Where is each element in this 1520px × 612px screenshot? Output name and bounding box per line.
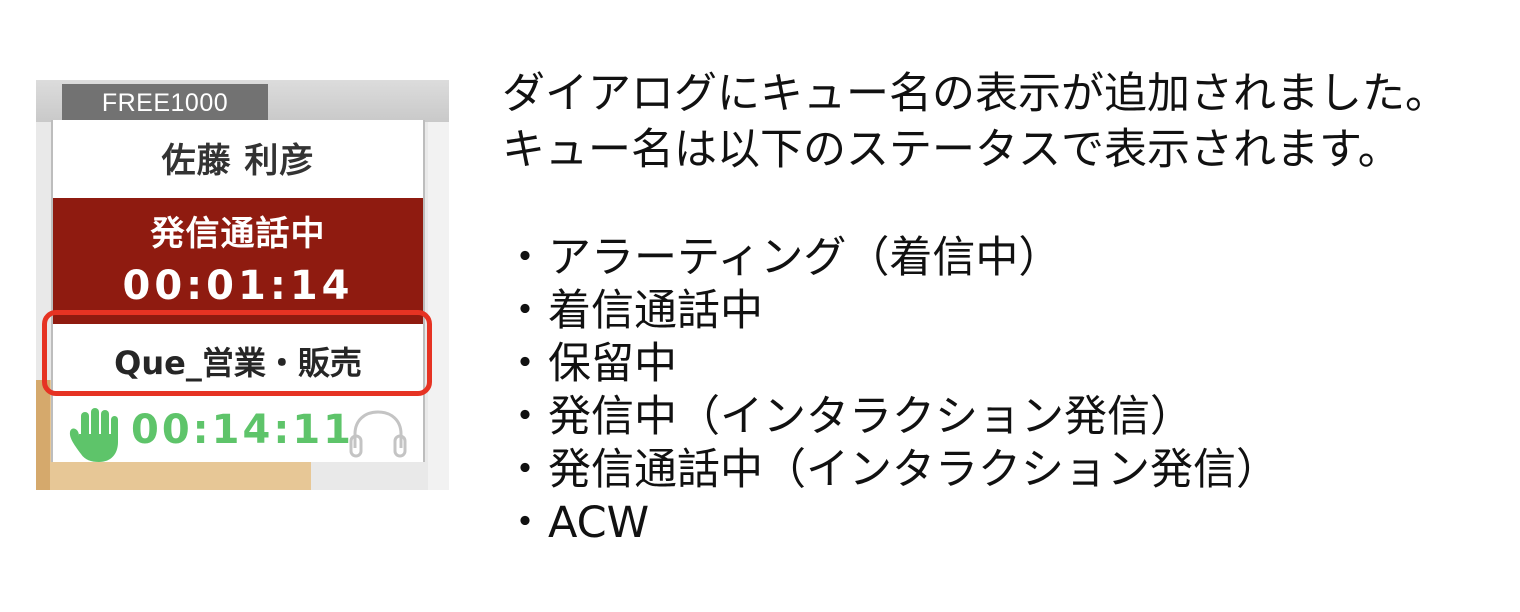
list-item: ・着信通話中 bbox=[502, 285, 1502, 338]
queue-name: Que_営業・販売 bbox=[53, 324, 423, 398]
bullet: ・ bbox=[503, 233, 547, 283]
idle-timer: 00:14:11 bbox=[131, 407, 354, 453]
call-status-label: 発信通話中 bbox=[150, 214, 326, 254]
list-item: ・発信中（インタラクション発信） bbox=[502, 391, 1502, 444]
list-item: ・アラーティング（着信中） bbox=[502, 232, 1502, 285]
intro-line-1: ダイアログにキュー名の表示が追加されました。 bbox=[502, 69, 1448, 119]
widget-right-shade bbox=[428, 122, 449, 490]
extension-tab[interactable]: FREE1000 bbox=[62, 84, 268, 122]
background-panel-edge bbox=[36, 380, 50, 490]
bullet: ・ bbox=[503, 286, 547, 336]
bullet: ・ bbox=[503, 445, 547, 495]
headset-icon[interactable] bbox=[347, 408, 409, 460]
list-item: ・保留中 bbox=[502, 338, 1502, 391]
list-item: ・ACW bbox=[502, 497, 1502, 550]
hand-icon bbox=[69, 408, 118, 462]
bullet: ・ bbox=[503, 498, 547, 548]
idle-status-row: 00:14:11 bbox=[53, 398, 423, 462]
explanation-panel: ダイアログにキュー名の表示が追加されました。 キュー名は以下のステータスで表示さ… bbox=[502, 66, 1502, 550]
status-item-text: アラーティング（着信中） bbox=[548, 233, 1062, 283]
bullet: ・ bbox=[503, 392, 547, 442]
queue-status-list: ・アラーティング（着信中） ・着信通話中 ・保留中 ・発信中（インタラクション発… bbox=[502, 232, 1502, 550]
list-item: ・発信通話中（インタラクション発信） bbox=[502, 444, 1502, 497]
status-item-text: 保留中 bbox=[548, 339, 677, 389]
agent-name: 佐藤 利彦 bbox=[161, 141, 315, 181]
bullet: ・ bbox=[503, 339, 547, 389]
status-item-text: 発信通話中（インタラクション発信） bbox=[548, 445, 1279, 495]
agent-card[interactable]: 佐藤 利彦 発信通話中 00:01:14 Que_営業・販売 00:14:11 bbox=[51, 120, 425, 462]
status-item-text: 着信通話中 bbox=[548, 286, 763, 336]
call-status-box: 発信通話中 00:01:14 bbox=[53, 198, 423, 324]
call-status-timer: 00:01:14 bbox=[122, 263, 354, 309]
status-item-text: 発信中（インタラクション発信） bbox=[548, 392, 1193, 442]
queue-highlight-box bbox=[42, 310, 432, 396]
agent-status-widget: FREE1000 佐藤 利彦 発信通話中 00:01:14 Que_営業・販売 … bbox=[36, 80, 449, 490]
status-item-text: ACW bbox=[548, 498, 650, 548]
intro-line-2: キュー名は以下のステータスで表示されます。 bbox=[502, 125, 1401, 175]
